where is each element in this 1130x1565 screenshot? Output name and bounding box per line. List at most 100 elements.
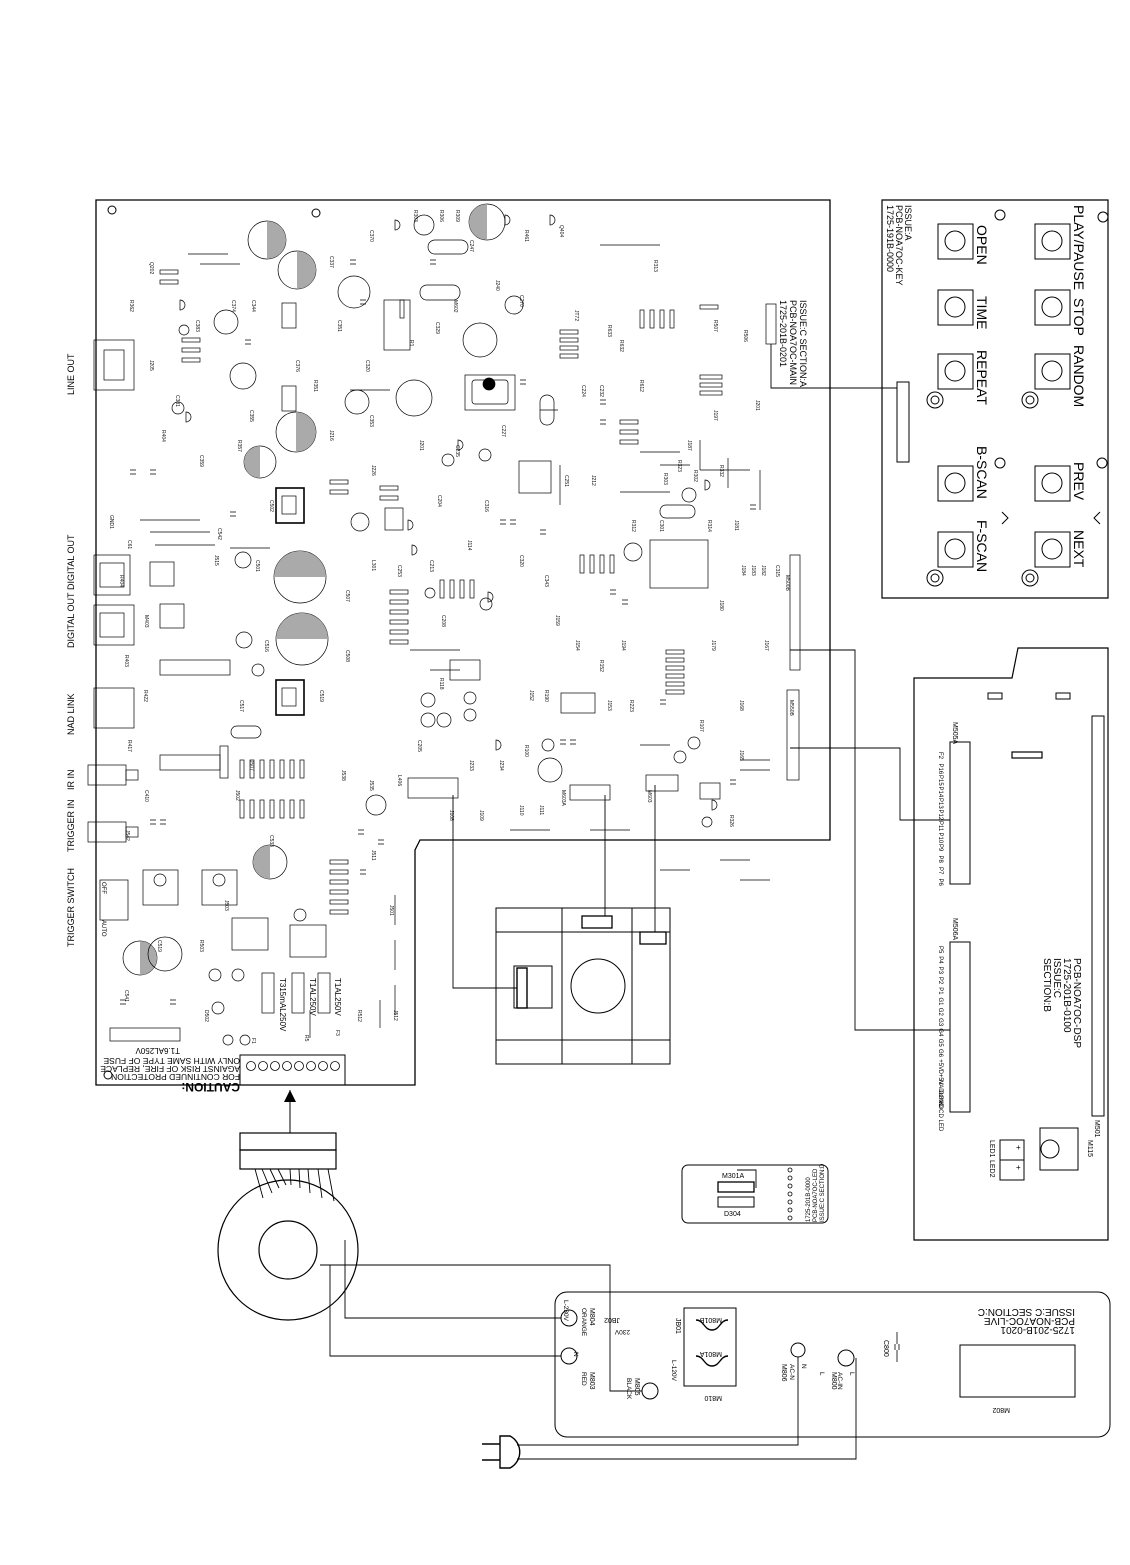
caution-line-3: ONLY WITH SAME TYPE OF FUSE xyxy=(103,1056,240,1066)
svg-text:JT72: JT72 xyxy=(573,310,579,321)
connector-m506a-label: M506A xyxy=(951,918,958,941)
toroidal-transformer xyxy=(217,1090,359,1321)
ac-in-label: AC-IN xyxy=(836,1372,843,1390)
ac-power-plug-icon xyxy=(482,1435,521,1469)
svg-text:R313: R313 xyxy=(652,260,658,272)
svg-text:J183: J183 xyxy=(750,565,756,576)
svg-text:C376: C376 xyxy=(294,360,300,372)
svg-text:C516: C516 xyxy=(263,640,269,652)
prev-button-label: PREV xyxy=(1071,462,1087,501)
svg-text:C316: C316 xyxy=(483,500,489,512)
svg-text:R309: R309 xyxy=(454,210,460,222)
fuse-label-f3: T1AL250V xyxy=(333,978,342,1016)
dsp-pin-label: P7 xyxy=(937,867,943,875)
led2-label: LED2 xyxy=(988,1160,995,1178)
svg-text:J168: J168 xyxy=(738,700,744,711)
svg-text:C315: C315 xyxy=(774,565,780,577)
dsp-board-id-line-2: 1725-201B-0100 xyxy=(1061,958,1072,1033)
svg-text:C542: C542 xyxy=(216,528,222,540)
svg-text:R612: R612 xyxy=(638,380,644,392)
led-board-id-line-2: PCB-NOA7OC-LED xyxy=(813,1168,819,1222)
svg-text:C351: C351 xyxy=(336,320,342,332)
m802-label: M802 xyxy=(992,1406,1010,1413)
svg-text:C517: C517 xyxy=(238,700,244,712)
svg-text:J152: J152 xyxy=(528,690,534,701)
repeat-button-label: REPEAT xyxy=(974,350,990,405)
svg-text:C208: C208 xyxy=(440,615,446,627)
svg-text:M603A: M603A xyxy=(560,790,566,807)
svg-text:J515: J515 xyxy=(213,555,219,566)
svg-text:D502: D502 xyxy=(203,1010,209,1022)
orange-wire-label: ORANGE xyxy=(580,1308,587,1337)
svg-text:R357: R357 xyxy=(236,440,242,452)
dsp-connector-labels: M505A M506A xyxy=(951,722,958,941)
svg-text:J512: J512 xyxy=(392,1010,398,1021)
dsp-pin-label: P14 xyxy=(937,787,943,798)
svg-text:R507: R507 xyxy=(712,320,718,332)
main-board: R362 Q202 C374 C337 C370 R303 R306 R309 … xyxy=(66,199,831,1094)
dsp-pin-label: G5 xyxy=(937,1039,943,1048)
trigger-in-label: TRIGGER IN xyxy=(66,799,76,852)
svg-text:+: + xyxy=(1016,1163,1021,1172)
live-board-parts: M802 M803 M804 M805 M801A M801B M810 JB0… xyxy=(588,1308,1010,1413)
svg-text:J542: J542 xyxy=(124,830,130,841)
dsp-pin-label: +5V xyxy=(937,1059,943,1070)
svg-text:F1: F1 xyxy=(250,1038,256,1044)
m803-label: M803 xyxy=(588,1372,595,1390)
svg-text:R404: R404 xyxy=(118,575,124,587)
cd-mechanism xyxy=(495,907,671,1065)
svg-text:J501: J501 xyxy=(388,905,394,916)
svg-text:J240: J240 xyxy=(494,280,500,291)
caution-title: CAUTION: xyxy=(181,1080,240,1094)
svg-text:C301: C301 xyxy=(658,520,664,532)
dsp-pin-label: P10 xyxy=(937,833,943,844)
svg-text:C235: C235 xyxy=(454,445,460,457)
dsp-pin-label: DGND xyxy=(937,1090,943,1108)
svg-text:C204: C204 xyxy=(436,495,442,507)
svg-text:R404: R404 xyxy=(160,430,166,442)
svg-text:J197: J197 xyxy=(712,410,718,421)
svg-text:Q404: Q404 xyxy=(558,225,564,237)
m501-label: M501 xyxy=(1093,1120,1100,1138)
svg-text:C370: C370 xyxy=(368,230,374,242)
main-board-designators: R362 Q202 C374 C337 C370 R303 R306 R309 … xyxy=(108,210,794,1044)
svg-text:J109: J109 xyxy=(478,810,484,821)
svg-text:C519: C519 xyxy=(156,940,162,952)
svg-text:R403: R403 xyxy=(123,655,129,667)
svg-text:C519: C519 xyxy=(318,690,324,702)
svg-text:J181: J181 xyxy=(733,520,739,531)
svg-text:J111: J111 xyxy=(538,805,544,815)
key-switch-footprints xyxy=(896,223,1101,587)
key-board-id-line-3: ISSUE:A xyxy=(903,205,913,241)
l-120v-label: L-120V xyxy=(670,1360,677,1382)
jb02-label: JB02 xyxy=(604,1316,620,1323)
led-board-id-line-3: ISSUE:C SECTION:D xyxy=(820,1163,826,1222)
m804-label: M804 xyxy=(588,1308,595,1326)
svg-text:R314: R314 xyxy=(706,520,712,532)
time-button-label: TIME xyxy=(974,296,990,329)
fuse-label-f1: T315mAL250V xyxy=(278,978,287,1032)
svg-text:R306: R306 xyxy=(438,210,444,222)
key-board: OPEN PLAY/PAUSE TIME STOP REPEAT RANDOM … xyxy=(881,199,1109,599)
dsp-board-id-line-4: SECTION:B xyxy=(1041,958,1052,1012)
m301a-label: M301A xyxy=(722,1173,745,1180)
live-board-id-line-3: ISSUE:C SECTION:C xyxy=(978,1306,1075,1317)
m800-label: M800 xyxy=(830,1372,837,1390)
dsp-pin-label: P9 xyxy=(937,844,943,852)
svg-text:R303: R303 xyxy=(662,473,668,485)
svg-text:J165: J165 xyxy=(738,750,744,761)
dsp-pins-b: P5P4P3P2P1G1G2G3G4G5G6+5VD+5VNADLINKDGND… xyxy=(937,946,943,1132)
svg-text:J233: J233 xyxy=(468,760,474,771)
svg-text:J194: J194 xyxy=(620,640,626,651)
svg-text:R461: R461 xyxy=(523,230,529,242)
svg-text:J154: J154 xyxy=(574,640,580,651)
switch-off-label: OFF xyxy=(100,882,106,894)
svg-text:C383: C383 xyxy=(194,320,200,332)
trigger-switch-label: TRIGGER SWITCH xyxy=(66,868,76,947)
fuse-label-f2: T1AL250V xyxy=(308,978,317,1016)
connector-m505a-label: M505A xyxy=(951,722,958,745)
dsp-board: + + M505A M506A F2P16P15P14P13P12P11P10P… xyxy=(913,647,1109,1241)
svg-text:C501: C501 xyxy=(254,560,260,572)
interconnect-wiring xyxy=(320,344,950,1460)
svg-text:R351: R351 xyxy=(312,380,318,392)
